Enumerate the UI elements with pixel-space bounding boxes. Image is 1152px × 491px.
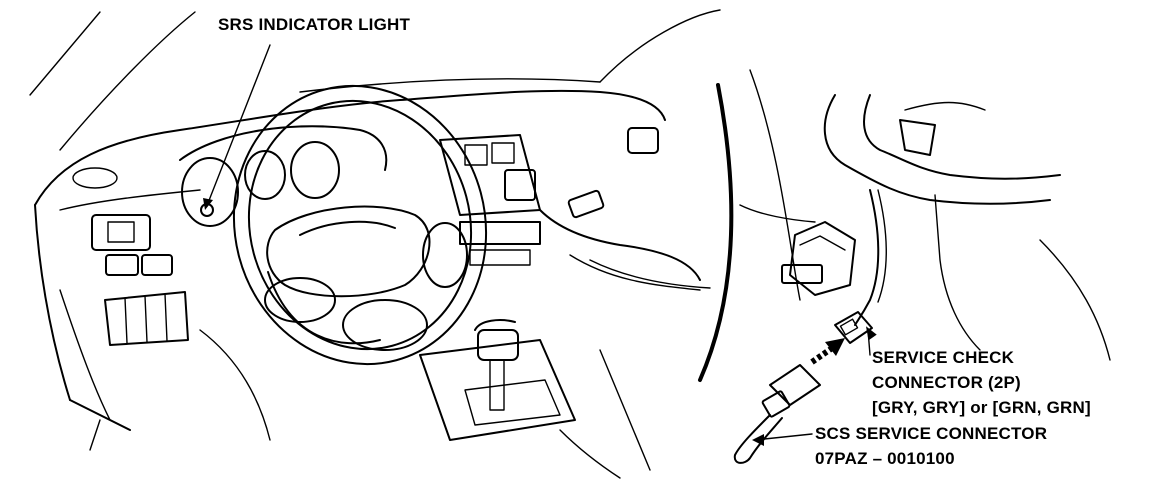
service-check-connector-label-line2: CONNECTOR (2P) bbox=[872, 373, 1021, 392]
dashboard-illustration bbox=[29, 9, 721, 479]
service-check-connector-label-line1: SERVICE CHECK bbox=[872, 348, 1015, 367]
scs-part-number-label: 07PAZ – 0010100 bbox=[815, 449, 955, 468]
service-check-connector-colors-label: [GRY, GRY] or [GRN, GRN] bbox=[872, 398, 1091, 417]
callout-divider-arc bbox=[698, 83, 734, 382]
scs-service-connector-label: SCS SERVICE CONNECTOR bbox=[815, 424, 1048, 443]
connector-detail-illustration bbox=[733, 69, 1111, 464]
srs-indicator-leader bbox=[203, 44, 271, 210]
srs-indicator-light-label: SRS INDICATOR LIGHT bbox=[218, 15, 411, 34]
